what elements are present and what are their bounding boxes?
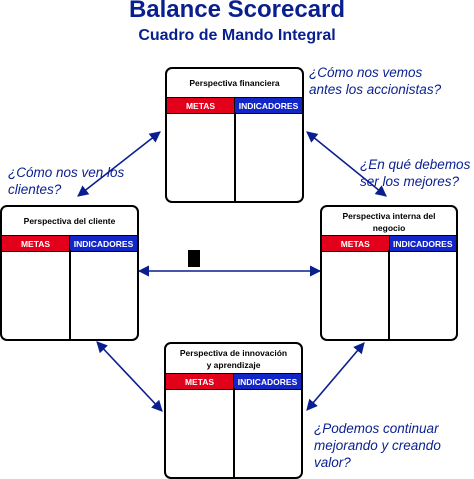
internal-metas-label: METAS <box>322 236 390 251</box>
financial-perspective-box: Perspectiva financiera METAS INDICADORES <box>165 67 304 203</box>
learning-header-row: METAS INDICADORES <box>166 373 301 390</box>
diagram-subtitle: Cuadro de Mando Integral <box>138 27 336 44</box>
question-learning: ¿Podemos continuar mejorando y creando v… <box>314 421 441 470</box>
learning-divider <box>232 388 235 477</box>
financial-indicadores-label: INDICADORES <box>235 98 302 113</box>
diagram-title: Balance Scorecard <box>128 0 346 23</box>
financial-header-row: METAS INDICADORES <box>167 97 302 114</box>
customer-metas-label: METAS <box>2 236 70 251</box>
learning-metas-label: METAS <box>166 374 234 389</box>
question-customer: ¿Cómo nos ven los clientes? <box>8 165 125 197</box>
customer-divider <box>68 250 71 339</box>
financial-metas-label: METAS <box>167 98 235 113</box>
internal-indicadores-label: INDICADORES <box>389 236 456 251</box>
internal-divider <box>388 250 390 339</box>
black-marker <box>188 250 200 267</box>
internal-perspective-title: Perspectiva interna del negocio <box>342 211 436 233</box>
arrow-financial-internal <box>306 131 387 197</box>
customer-indicadores-label: INDICADORES <box>70 236 137 251</box>
question-internal: ¿En qué debemos ser los mejores? <box>360 157 471 189</box>
customer-perspective-title: Perspectiva del cliente <box>23 216 116 226</box>
internal-perspective-box: Perspectiva interna del negocio METAS IN… <box>320 205 458 341</box>
arrow-internal-learning <box>306 342 365 411</box>
customer-perspective-box: Perspectiva del cliente METAS INDICADORE… <box>0 205 139 341</box>
arrow-customer-learning <box>96 341 163 412</box>
question-financial: ¿Cómo nos vemos antes los accionistas? <box>309 65 442 97</box>
learning-indicadores-label: INDICADORES <box>234 374 301 389</box>
arrow-customer-financial <box>77 131 161 197</box>
financial-divider <box>233 112 236 201</box>
learning-perspective-box: Perspectiva de innovación y aprendizaje … <box>164 342 303 479</box>
learning-perspective-title: Perspectiva de innovación y aprendizaje <box>179 348 288 370</box>
financial-perspective-title: Perspectiva financiera <box>189 78 280 88</box>
